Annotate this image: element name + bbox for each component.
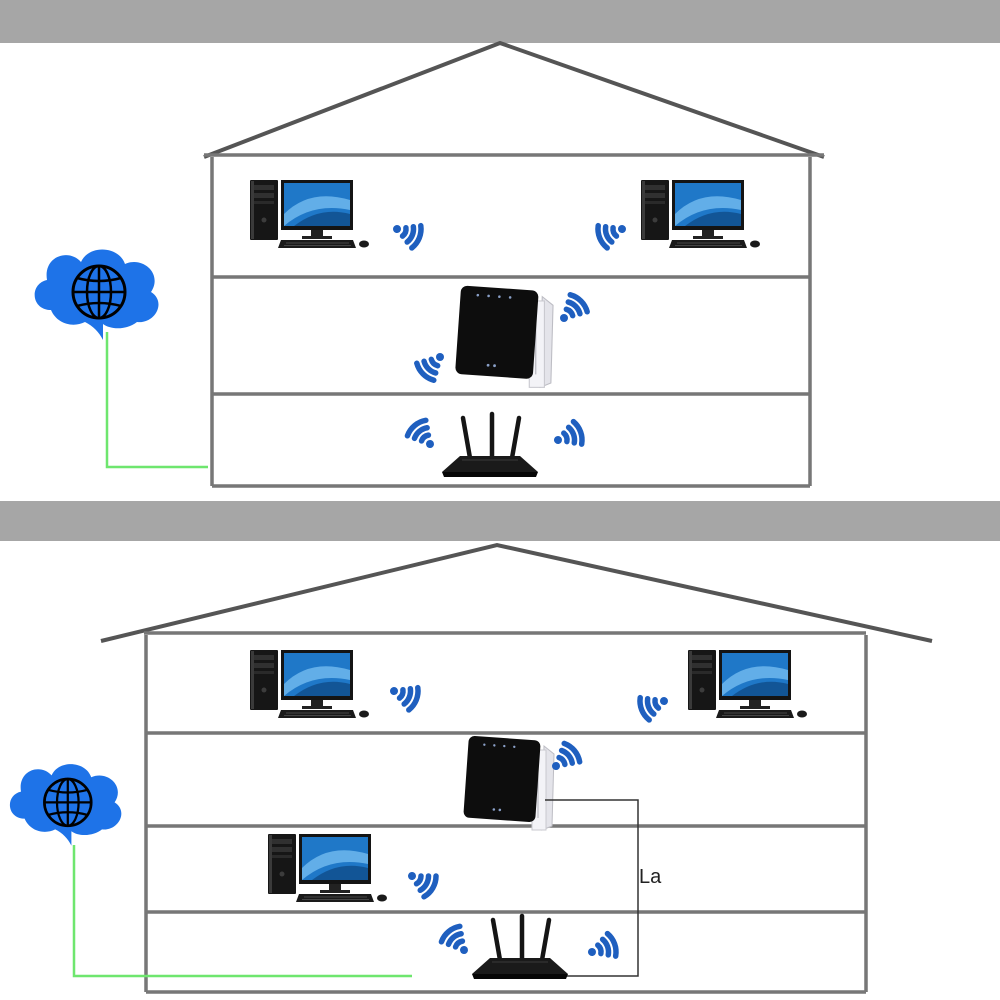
wifi-signal-icon — [386, 678, 421, 711]
scene-lan-mode: La — [0, 501, 1000, 994]
router-icon — [472, 916, 568, 979]
wifi-signal-icon — [389, 216, 424, 249]
wifi-signal-icon — [637, 688, 672, 721]
wifi-signal-icon — [439, 924, 475, 961]
internet-cable — [105, 332, 208, 469]
wifi-signal-icon — [415, 346, 452, 383]
lan-cable — [545, 799, 639, 977]
cloud-globe-icon — [8, 762, 123, 847]
wifi-signal-icon — [403, 864, 439, 899]
wifi-signal-icon — [405, 418, 441, 455]
wifi-signal-icon — [584, 933, 619, 965]
middle-banner — [0, 501, 1000, 541]
router-icon — [442, 414, 538, 477]
house-structure — [144, 631, 868, 994]
wifi-repeater-icon — [454, 284, 554, 388]
house-roof — [100, 542, 933, 643]
wifi-repeater-icon — [462, 735, 555, 831]
desktop-computer-icon — [267, 833, 388, 903]
desktop-computer-icon — [687, 649, 808, 719]
top-banner — [0, 0, 1000, 43]
lan-label: La — [639, 866, 662, 888]
house-roof — [203, 40, 825, 159]
house-structure — [204, 153, 824, 488]
desktop-computer-icon — [249, 649, 370, 719]
cloud-globe-icon — [33, 247, 160, 342]
wifi-signal-icon — [595, 216, 630, 249]
internet-cable — [72, 845, 412, 978]
wifi-signal-icon — [550, 421, 585, 453]
scene-repeater-mode — [0, 0, 1000, 488]
desktop-computer-icon — [640, 179, 761, 249]
desktop-computer-icon — [249, 179, 370, 249]
wifi-signal-icon — [553, 293, 590, 330]
